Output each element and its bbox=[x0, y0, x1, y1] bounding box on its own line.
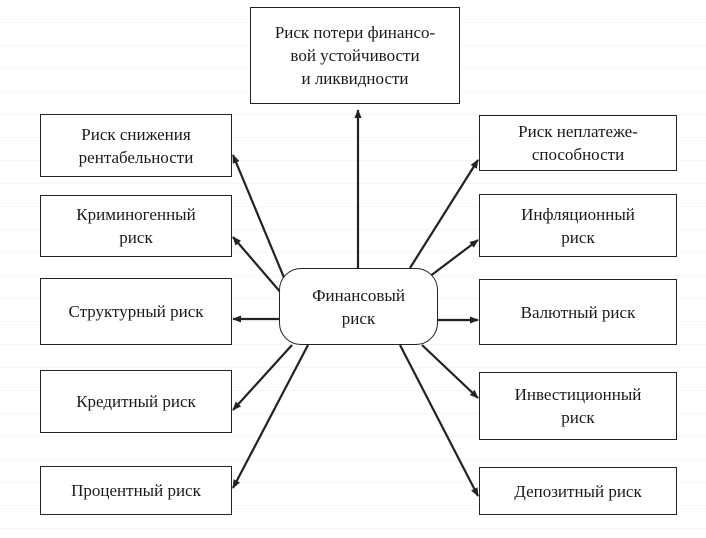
left-box-5: Процентный риск bbox=[40, 466, 232, 515]
left-box-3: Структурный риск bbox=[40, 278, 232, 345]
top-risk-box: Риск потери финансо- вой устойчивости и … bbox=[250, 7, 460, 104]
left-box-1: Риск снижения рентабельности bbox=[40, 114, 232, 177]
arrow-to-right-1 bbox=[409, 159, 479, 269]
arrow-to-right-4 bbox=[421, 344, 479, 399]
right-box-5-line-1: Депозитный риск bbox=[514, 481, 642, 501]
arrow-to-left-1 bbox=[231, 154, 287, 281]
arrow-to-left-5 bbox=[232, 344, 309, 489]
left-box-3-line-1: Структурный риск bbox=[68, 302, 204, 321]
arrow-to-left-4 bbox=[232, 344, 293, 411]
left-box-1-line-1: Риск снижения bbox=[81, 124, 191, 144]
top-risk-line-2: вой устойчивости bbox=[290, 46, 420, 65]
right-box-2-line-1: Инфляционный bbox=[521, 204, 635, 224]
arrow-to-left-2 bbox=[232, 236, 283, 295]
left-box-4: Кредитный риск bbox=[40, 370, 232, 433]
right-box-2: Инфляционный риск bbox=[479, 194, 677, 257]
left-box-2-line-2: риск bbox=[119, 228, 153, 247]
top-risk-line-1: Риск потери финансо- bbox=[274, 23, 436, 42]
center-risk-box: Финансовый риск bbox=[279, 268, 438, 345]
right-box-4-line-2: риск bbox=[561, 408, 595, 427]
right-box-1: Риск неплатеже- способности bbox=[479, 115, 677, 171]
right-box-1-line-2: способности bbox=[531, 145, 625, 164]
arrow-to-right-2 bbox=[424, 239, 479, 281]
right-box-5: Депозитный риск bbox=[479, 467, 677, 515]
right-box-3: Валютный риск bbox=[479, 279, 677, 345]
right-box-4: Инвестиционный риск bbox=[479, 372, 677, 440]
left-box-4-line-1: Кредитный риск bbox=[76, 392, 196, 411]
right-box-3-line-1: Валютный риск bbox=[520, 302, 636, 322]
arrow-to-right-5 bbox=[399, 344, 479, 497]
left-box-1-line-2: рентабельности bbox=[78, 147, 194, 167]
left-box-2-line-1: Криминогенный bbox=[76, 205, 196, 224]
left-box-5-line-1: Процентный риск bbox=[71, 481, 201, 500]
center-line-2: риск bbox=[341, 308, 376, 328]
top-risk-line-3: и ликвидности bbox=[301, 69, 409, 88]
left-box-2: Криминогенный риск bbox=[40, 195, 232, 257]
center-line-1: Финансовый bbox=[312, 285, 405, 305]
right-box-2-line-2: риск bbox=[561, 227, 595, 247]
right-box-1-line-1: Риск неплатеже- bbox=[518, 122, 638, 141]
right-box-4-line-1: Инвестиционный bbox=[514, 385, 642, 404]
